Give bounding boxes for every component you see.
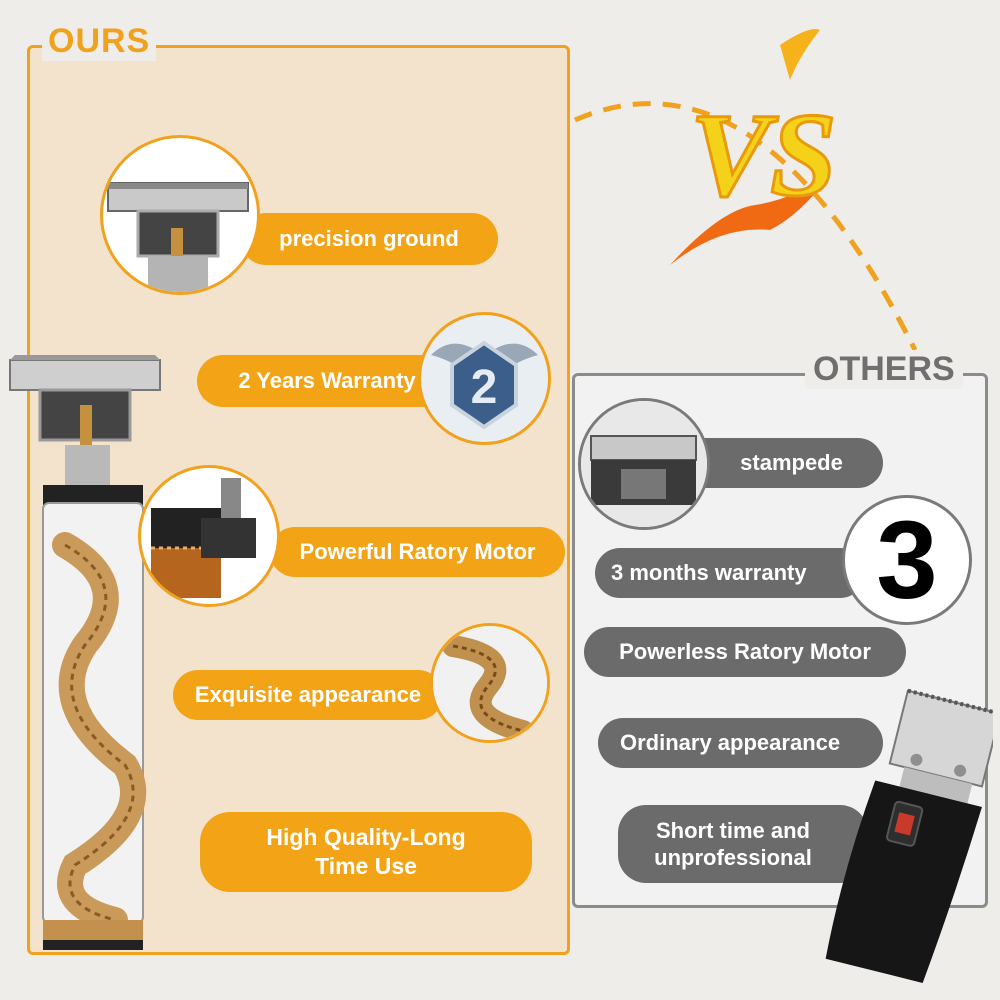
- cheap-blade-icon: [581, 401, 707, 527]
- ours-feature-label: Powerful Ratory Motor: [299, 539, 536, 565]
- warranty-badge-circle: 2: [418, 312, 551, 445]
- ours-feature-label-line2: Time Use: [315, 853, 417, 879]
- vs-graphic: VS: [660, 25, 840, 275]
- motor-circle: [138, 465, 280, 607]
- precision-blade-circle: [100, 135, 260, 295]
- others-title: OTHERS: [805, 350, 963, 389]
- blade-head-icon: [107, 182, 249, 292]
- cheap-blade-circle: [578, 398, 710, 530]
- others-feature-label-line2: unprofessional: [654, 845, 812, 870]
- ours-feature-label: Exquisite appearance: [194, 682, 422, 708]
- ours-feature-warranty: 2 Years Warranty: [197, 355, 457, 407]
- ours-feature-label-line1: High Quality-Long: [266, 824, 466, 851]
- vs-text: VS: [690, 88, 837, 221]
- vs-flame-icon: VS: [670, 29, 838, 265]
- others-feature-quality: Short time and unprofessional: [618, 805, 868, 883]
- others-feature-label: Ordinary appearance: [620, 730, 841, 756]
- ours-feature-label: precision ground: [279, 226, 459, 252]
- dashed-arc: [574, 101, 918, 352]
- ours-clipper-image: [5, 345, 165, 950]
- ours-title: OURS: [42, 22, 157, 61]
- others-feature-label: Powerless Ratory Motor: [619, 639, 871, 665]
- dragon-detail-icon: [433, 626, 547, 740]
- others-feature-appearance: Ordinary appearance: [598, 718, 883, 768]
- motor-icon: [151, 478, 256, 598]
- ours-feature-motor: Powerful Ratory Motor: [270, 527, 565, 577]
- others-feature-warranty: 3 months warranty: [595, 548, 865, 598]
- ours-feature-appearance: Exquisite appearance: [173, 670, 443, 720]
- badge-number: 2: [471, 361, 498, 414]
- others-feature-label-line1: Short time and: [655, 817, 810, 843]
- others-feature-label: 3 months warranty: [611, 560, 807, 586]
- others-clipper-image: [818, 685, 993, 985]
- dragon-detail-circle: [430, 623, 550, 743]
- ours-feature-quality: High Quality-Long Time Use: [200, 812, 532, 892]
- warranty-number-three: 3: [842, 495, 972, 625]
- others-feature-stampede: stampede: [680, 438, 883, 488]
- warranty-badge-icon: 2: [431, 340, 538, 430]
- others-feature-motor: Powerless Ratory Motor: [584, 627, 906, 677]
- ours-feature-precision-ground: precision ground: [240, 213, 498, 265]
- ours-feature-label: 2 Years Warranty: [238, 368, 416, 394]
- others-feature-label: stampede: [740, 450, 843, 476]
